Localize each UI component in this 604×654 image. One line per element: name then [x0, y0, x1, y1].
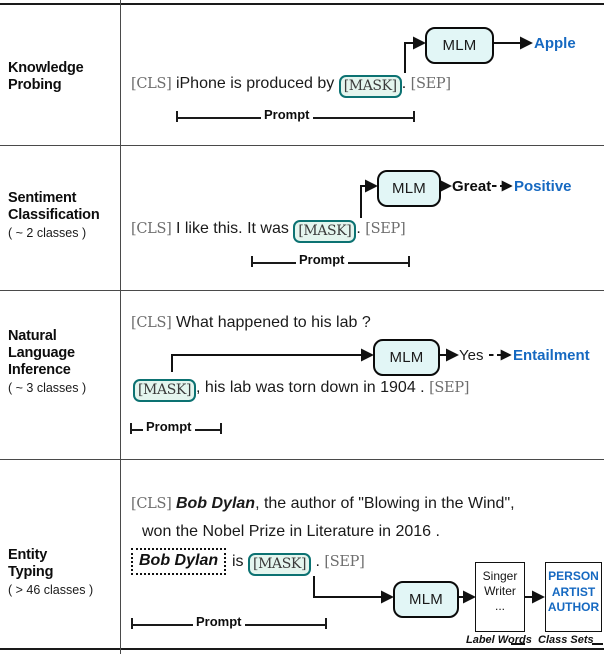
mlm-node-row1: MLM — [425, 27, 494, 64]
rule-column-divider — [120, 0, 121, 654]
mlm-label: MLM — [389, 349, 424, 366]
mlm-label: MLM — [409, 591, 443, 608]
answer-word-row3: Yes — [459, 347, 484, 364]
task-label-natural-language-inference: Natural Language Inference ( ~ 3 classes… — [8, 328, 120, 396]
rule-top — [0, 3, 604, 5]
entity-mention-chip: Bob Dylan — [131, 548, 227, 575]
prompt-measure-row2: Prompt — [251, 252, 410, 270]
task-label-sentiment-classification: Sentiment Classification ( ~ 2 classes ) — [8, 190, 120, 241]
prompt-label: Prompt — [193, 614, 245, 629]
prompt-label: Prompt — [143, 419, 195, 434]
answer-word-row1: Apple — [534, 35, 576, 52]
prompt-measure-row1: Prompt — [176, 107, 415, 125]
task-sublabel: ( ~ 2 classes ) — [8, 226, 87, 240]
label-word-1: Writer — [484, 584, 516, 598]
sentence-text-after: . — [356, 220, 361, 237]
task-name-line2: Language — [8, 345, 75, 361]
sep-token: [SEP] — [429, 380, 470, 396]
label-word-2: ... — [494, 599, 505, 613]
sep-token: [SEP] — [410, 76, 451, 92]
answer-word-row2: Great — [452, 178, 492, 195]
class-set-0: PERSON — [548, 569, 599, 583]
prompt-measure-row3: Prompt — [130, 419, 222, 437]
task-name-line2: Classification — [8, 207, 100, 223]
sentence-nli-line2: [MASK], his lab was torn down in 1904 . … — [133, 378, 469, 402]
task-name-line2: Typing — [8, 564, 54, 580]
task-sublabel: ( > 46 classes ) — [8, 583, 94, 597]
mask-token: [MASK] — [133, 379, 197, 402]
task-name-line1: Natural — [8, 328, 57, 344]
rule-bottom — [0, 648, 604, 650]
prompt-label: Prompt — [296, 252, 348, 267]
task-name-line1: Entity — [8, 547, 48, 563]
task-sublabel: ( ~ 3 classes ) — [8, 381, 87, 395]
sentence-text: won the Nobel Prize in Literature in 201… — [142, 523, 440, 540]
sentence-entity-typing-line2: won the Nobel Prize in Literature in 201… — [142, 522, 440, 542]
class-sets-box: PERSON ARTIST AUTHOR — [545, 562, 602, 632]
prompt-label: Prompt — [261, 107, 313, 122]
rule-row3-row4 — [0, 459, 604, 460]
label-words-caption-rule — [511, 643, 525, 645]
sentence-text: What happened to his lab ? — [175, 314, 371, 331]
sentence-text-after: . — [401, 75, 407, 92]
sentence-nli-line1: [CLS] What happened to his lab ? — [131, 313, 371, 333]
task-label-knowledge-probing: Knowledge Probing — [8, 60, 120, 94]
entity-mention-inline: Bob Dylan — [175, 495, 256, 512]
prompt-measure-row4: Prompt — [131, 614, 327, 632]
cls-token: [CLS] — [131, 496, 172, 512]
sentence-text-after: , his lab was torn down in 1904 . — [196, 379, 425, 396]
verbalized-label-row3: Entailment — [513, 347, 590, 364]
cls-token: [CLS] — [131, 221, 172, 237]
sep-token: [SEP] — [324, 554, 365, 570]
mask-token: [MASK] — [338, 75, 402, 98]
cls-token: [CLS] — [131, 76, 172, 92]
is-word: is — [232, 553, 244, 570]
mlm-label: MLM — [442, 37, 477, 54]
sentence-text-before: I like this. It was — [175, 220, 289, 237]
sep-token: [SEP] — [365, 221, 406, 237]
mlm-node-row4: MLM — [393, 581, 459, 618]
task-name-line1: Sentiment — [8, 190, 77, 206]
rule-row1-row2 — [0, 145, 604, 146]
mask-token: [MASK] — [248, 553, 312, 576]
mlm-node-row2: MLM — [377, 170, 441, 207]
sentence-entity-typing-line3: is [MASK] . [SEP] — [232, 552, 365, 576]
class-sets-caption: Class Sets — [538, 634, 594, 646]
task-label-entity-typing: Entity Typing ( > 46 classes ) — [8, 547, 120, 598]
mlm-label: MLM — [392, 180, 426, 197]
label-word-0: Singer — [482, 569, 518, 583]
task-name-line3: Inference — [8, 362, 71, 378]
entity-mention-label: Bob Dylan — [139, 552, 219, 569]
sentence-text-after: . — [315, 553, 320, 570]
rule-row2-row3 — [0, 290, 604, 291]
cls-token: [CLS] — [131, 315, 172, 331]
sentence-sentiment-classification: [CLS] I like this. It was [MASK]. [SEP] — [131, 219, 406, 243]
task-name-line2: Probing — [8, 77, 62, 93]
class-sets-caption-rule — [592, 643, 603, 645]
verbalized-label-row2: Positive — [514, 178, 572, 195]
class-set-1: ARTIST — [551, 584, 596, 599]
label-words-box: Singer Writer ... — [475, 562, 525, 632]
mask-token: [MASK] — [293, 220, 357, 243]
class-set-2: AUTHOR — [547, 600, 600, 614]
mlm-node-row3: MLM — [373, 339, 440, 376]
task-name-line1: Knowledge — [8, 60, 84, 76]
sentence-entity-typing-line1: [CLS] Bob Dylan, the author of "Blowing … — [131, 494, 515, 514]
sentence-text: , the author of "Blowing in the Wind", — [255, 495, 515, 512]
sentence-text-before: iPhone is produced by — [175, 75, 335, 92]
sentence-knowledge-probing: [CLS] iPhone is produced by [MASK]. [SEP… — [131, 74, 451, 98]
